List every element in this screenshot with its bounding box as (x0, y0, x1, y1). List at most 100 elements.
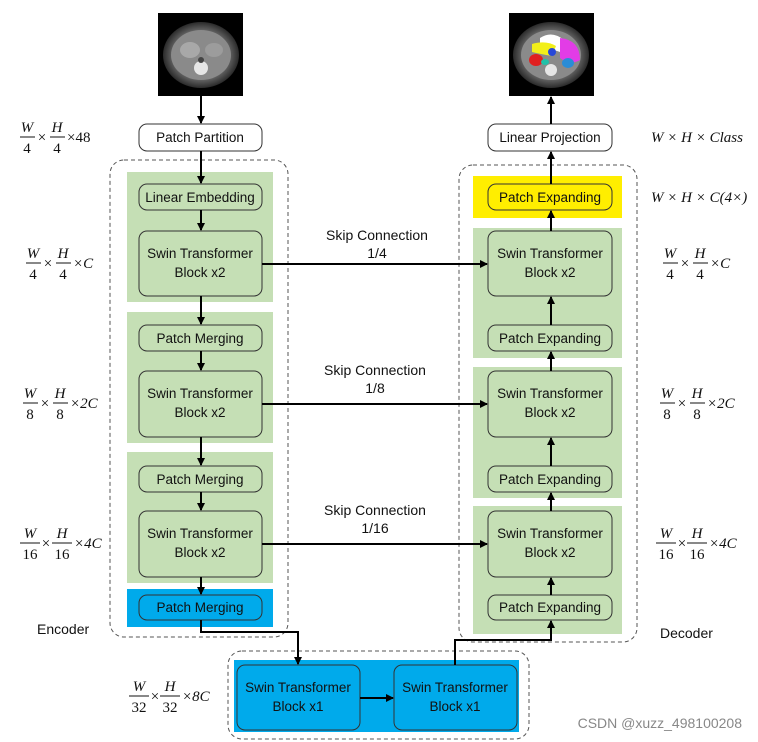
encoder-swin-1-line1: Swin Transformer (147, 246, 253, 261)
svg-text:H: H (56, 526, 69, 542)
svg-text:×4C: ×4C (709, 536, 738, 552)
dim-left-1: W 4 × H 4 ×C (26, 246, 94, 283)
skip-connection-2-ratio: 1/8 (365, 380, 385, 396)
svg-text:W: W (664, 246, 678, 262)
linear-embedding-label: Linear Embedding (145, 190, 255, 205)
bottleneck-1-line1: Swin Transformer (245, 680, 351, 695)
decoder-label: Decoder (660, 625, 713, 641)
dim-left-0: W 4 × H 4 ×48 (20, 120, 90, 157)
svg-text:32: 32 (132, 700, 147, 716)
encoder-swin-block-3: Swin Transformer Block x2 (138, 510, 263, 578)
svg-text:4: 4 (696, 267, 704, 283)
svg-text:16: 16 (23, 547, 39, 563)
svg-text:16: 16 (55, 547, 71, 563)
dim-right-top1: W × H × Class (651, 130, 743, 146)
svg-text:4: 4 (23, 141, 31, 157)
encoder-swin-1-line2: Block x2 (174, 265, 225, 280)
svg-text:32: 32 (163, 700, 178, 716)
svg-text:H: H (54, 386, 67, 402)
svg-text:16: 16 (690, 547, 706, 563)
decoder-swin-block-1: Swin Transformer Block x2 (487, 230, 613, 297)
decoder-swin-3-line2: Block x2 (524, 545, 575, 560)
svg-text:×: × (678, 536, 686, 552)
decoder-swin-block-3: Swin Transformer Block x2 (487, 510, 613, 578)
svg-text:4: 4 (59, 267, 67, 283)
encoder-arrows (197, 96, 302, 665)
svg-text:H: H (51, 120, 64, 136)
dim-right-1: W 4 × H 4 ×C (663, 246, 731, 283)
svg-text:×: × (681, 256, 689, 272)
bottleneck-2-line1: Swin Transformer (402, 680, 508, 695)
dim-left-4: W 32 × H 32 ×8C (129, 679, 211, 716)
patch-expanding-2-label: Patch Expanding (499, 472, 601, 487)
decoder-swin-3-line1: Swin Transformer (497, 526, 603, 541)
svg-text:W: W (24, 386, 38, 402)
bottleneck-2-line2: Block x1 (429, 699, 480, 714)
skip-connection-2-title: Skip Connection (324, 362, 426, 378)
svg-text:×48: ×48 (67, 130, 90, 146)
encoder-swin-block-1: Swin Transformer Block x2 (138, 230, 263, 297)
encoder-swin-3-line2: Block x2 (174, 545, 225, 560)
dim-right-top2: W × H × C(4×) (651, 190, 747, 206)
svg-text:×2C: ×2C (70, 396, 99, 412)
patch-merging-box-3: Patch Merging (138, 594, 263, 621)
skip-connection-3-ratio: 1/16 (361, 520, 388, 536)
svg-text:×: × (151, 689, 159, 705)
svg-text:8: 8 (693, 407, 701, 423)
dim-right-3: W 16 × H 16 ×4C (656, 526, 738, 563)
bottleneck-swin-block-2: Swin Transformer Block x1 (393, 664, 518, 731)
patch-expanding-box-2: Patch Expanding (487, 465, 613, 493)
patch-expanding-box-3: Patch Expanding (487, 594, 613, 621)
skip-connection-1-ratio: 1/4 (367, 245, 387, 261)
patch-partition-box: Patch Partition (138, 123, 263, 152)
patch-merging-1-label: Patch Merging (156, 331, 243, 346)
svg-text:H: H (164, 679, 177, 695)
decoder-swin-2-line2: Block x2 (524, 405, 575, 420)
svg-text:×C: ×C (710, 256, 731, 272)
svg-text:W: W (660, 526, 674, 542)
skip-connection-arrows (262, 260, 488, 548)
svg-text:H: H (57, 246, 70, 262)
dim-right-2: W 8 × H 8 ×2C (660, 386, 736, 423)
svg-text:×: × (678, 396, 686, 412)
encoder-swin-block-2: Swin Transformer Block x2 (138, 370, 263, 438)
svg-text:×: × (44, 256, 52, 272)
patch-merging-box-2: Patch Merging (138, 465, 263, 493)
svg-text:8: 8 (56, 407, 64, 423)
svg-text:16: 16 (659, 547, 675, 563)
encoder-swin-2-line1: Swin Transformer (147, 386, 253, 401)
svg-text:4: 4 (29, 267, 37, 283)
encoder-swin-2-line2: Block x2 (174, 405, 225, 420)
dim-left-2: W 8 × H 8 ×2C (23, 386, 99, 423)
patch-expanding-box-1: Patch Expanding (487, 324, 613, 352)
patch-merging-3-label: Patch Merging (156, 600, 243, 615)
encoder-label: Encoder (37, 621, 89, 637)
svg-text:W: W (21, 120, 35, 136)
watermark-text: CSDN @xuzz_498100208 (578, 715, 743, 731)
skip-connection-1-title: Skip Connection (326, 227, 428, 243)
svg-text:H: H (691, 526, 704, 542)
svg-text:W: W (661, 386, 675, 402)
svg-text:×: × (41, 396, 49, 412)
decoder-swin-1-line2: Block x2 (524, 265, 575, 280)
svg-text:W: W (24, 526, 38, 542)
svg-text:W: W (133, 679, 147, 695)
segmentation-image (509, 13, 594, 96)
svg-text:H: H (691, 386, 704, 402)
patch-expanding-box-top: Patch Expanding (487, 183, 613, 211)
encoder-swin-3-line1: Swin Transformer (147, 526, 253, 541)
decoder-swin-2-line1: Swin Transformer (497, 386, 603, 401)
bottleneck-swin-block-1: Swin Transformer Block x1 (236, 664, 361, 731)
svg-text:4: 4 (53, 141, 61, 157)
svg-text:×8C: ×8C (182, 689, 211, 705)
linear-embedding-box: Linear Embedding (138, 183, 263, 211)
patch-partition-label: Patch Partition (156, 130, 244, 145)
bottleneck-container (227, 650, 530, 740)
linear-projection-label: Linear Projection (499, 130, 600, 145)
svg-text:×: × (42, 536, 50, 552)
patch-merging-2-label: Patch Merging (156, 472, 243, 487)
patch-expanding-3-label: Patch Expanding (499, 600, 601, 615)
linear-projection-box: Linear Projection (487, 123, 613, 152)
patch-merging-box-1: Patch Merging (138, 324, 263, 352)
